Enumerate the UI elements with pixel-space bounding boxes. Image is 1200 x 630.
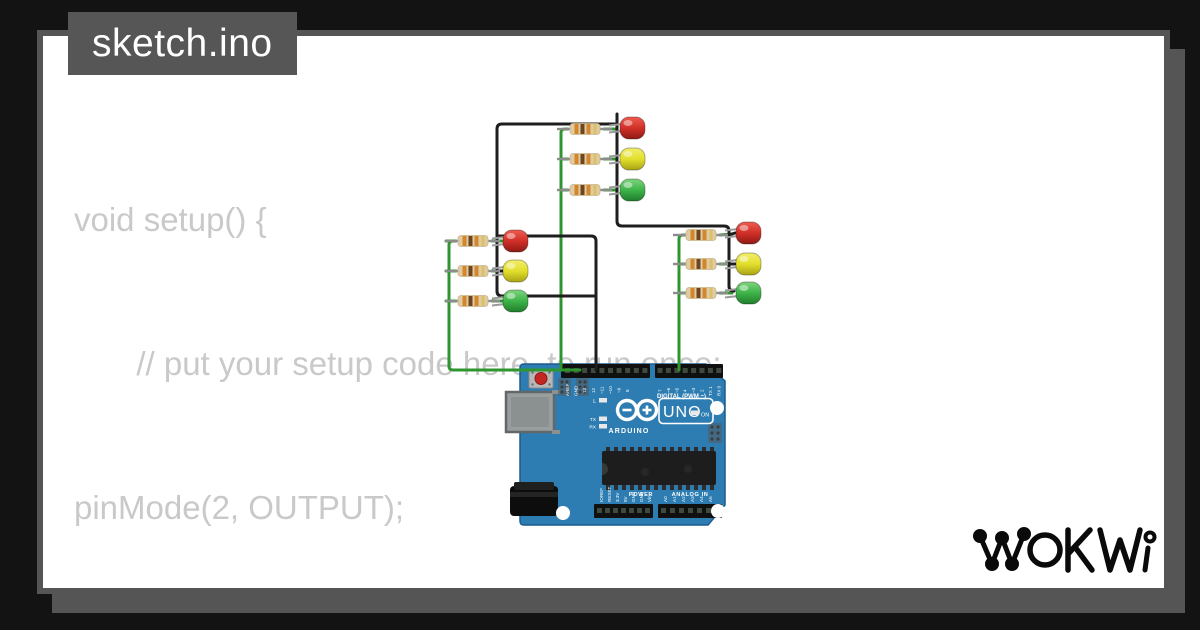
resistor-group-top[interactable]: [555, 122, 614, 197]
analog-header: [658, 504, 722, 518]
brand-label: ARDUINO: [608, 428, 649, 435]
logo-node: [995, 531, 1009, 545]
resistor-group-right[interactable]: [671, 228, 730, 300]
analog-pin-labels: A0 A1 A2 A3 A4 A5: [663, 496, 713, 502]
svg-text:TX 1: TX 1: [708, 386, 713, 396]
resistor: [443, 294, 502, 308]
svg-text:TX: TX: [590, 417, 597, 423]
power-pin-labels: IOREF RESET 3.3V 5V GND GND Vin: [599, 486, 652, 502]
digital-header-label: DIGITAL (PWM ~): [657, 394, 706, 400]
svg-text:~9: ~9: [617, 387, 622, 393]
analog-header-label: ANALOG IN: [672, 492, 709, 498]
digital-pin-labels: AREF GND 13 12 ~11 ~10 ~9 8 7 ~6 ~5 4 ~3…: [565, 384, 721, 396]
svg-text:UNO: UNO: [663, 404, 702, 421]
code-line: // put your setup code here, to run once…: [118, 345, 722, 382]
svg-text:5V: 5V: [623, 495, 628, 502]
usb-connector: [504, 390, 560, 434]
svg-text:AREF: AREF: [565, 384, 570, 396]
power-header: [594, 504, 653, 518]
svg-text:A3: A3: [690, 496, 695, 502]
logo-letter-w2: [1097, 527, 1143, 573]
tab-sketch-ino[interactable]: sketch.ino: [68, 12, 297, 75]
svg-text:GND: GND: [631, 491, 636, 502]
mounting-hole: [710, 401, 724, 415]
svg-text:2: 2: [700, 389, 705, 392]
icsp-pins-left: [558, 378, 589, 396]
svg-text:RX: RX: [589, 425, 596, 431]
svg-text:L: L: [593, 399, 596, 405]
svg-text:~10: ~10: [608, 386, 613, 394]
resistor: [671, 257, 730, 271]
logo-node: [1017, 527, 1031, 541]
arduino-logo: [615, 398, 659, 422]
svg-text:4: 4: [683, 389, 688, 392]
logo-letter-k: [1065, 527, 1095, 573]
svg-text:~3: ~3: [691, 387, 696, 393]
logo-letter-o: [1027, 532, 1063, 568]
mounting-hole: [556, 506, 570, 520]
resistor: [555, 152, 614, 166]
atmega-chip: [602, 447, 716, 490]
svg-text:GND: GND: [574, 385, 579, 396]
signal-wires-black: [495, 112, 737, 372]
resistor: [443, 264, 502, 278]
power-header-label: POWER: [629, 492, 653, 498]
svg-text:ON: ON: [701, 413, 709, 419]
wokwi-logo: [973, 527, 1157, 573]
svg-text:IOREF: IOREF: [599, 488, 604, 502]
svg-text:12: 12: [591, 387, 596, 393]
logo-node: [1005, 557, 1019, 571]
svg-text:A4: A4: [699, 496, 704, 502]
svg-text:RESET: RESET: [607, 486, 612, 502]
code-line: pinMode(2, OUTPUT);: [74, 489, 405, 526]
resistor: [671, 228, 730, 242]
svg-text:7: 7: [658, 389, 663, 392]
resistor-group-left[interactable]: [443, 234, 502, 308]
code-line: void setup() {: [74, 201, 267, 238]
svg-text:A5: A5: [708, 496, 713, 502]
svg-text:A2: A2: [681, 496, 686, 502]
logo-node: [985, 557, 999, 571]
svg-text:A0: A0: [663, 496, 668, 502]
power-on-led: ON: [691, 410, 709, 419]
reset-button[interactable]: [528, 368, 554, 389]
svg-text:RX 0: RX 0: [716, 385, 721, 396]
resistor: [671, 286, 730, 300]
digital-header: [561, 364, 723, 378]
power-jack: [510, 482, 558, 516]
svg-text:~5: ~5: [674, 387, 679, 393]
resistor: [443, 234, 502, 248]
logo-node: [973, 529, 987, 543]
svg-text:13: 13: [582, 387, 587, 393]
logo-letter-i-dot: [1143, 530, 1157, 544]
svg-text:GND: GND: [639, 491, 644, 502]
svg-text:Vin: Vin: [647, 495, 652, 502]
svg-text:8: 8: [625, 389, 630, 392]
svg-text:A1: A1: [672, 496, 677, 502]
gnd-wires-green: [444, 127, 734, 372]
icsp-pins-right: [708, 423, 722, 443]
resistor: [555, 183, 614, 197]
code-block: void setup() { // put your setup code he…: [74, 100, 722, 588]
onboard-leds: L TX RX: [589, 398, 607, 431]
svg-text:3.3V: 3.3V: [615, 492, 620, 502]
mounting-hole: [711, 504, 725, 518]
svg-text:~11: ~11: [599, 386, 604, 394]
logo-letter-i: [1142, 545, 1151, 573]
svg-text:~6: ~6: [666, 387, 671, 393]
